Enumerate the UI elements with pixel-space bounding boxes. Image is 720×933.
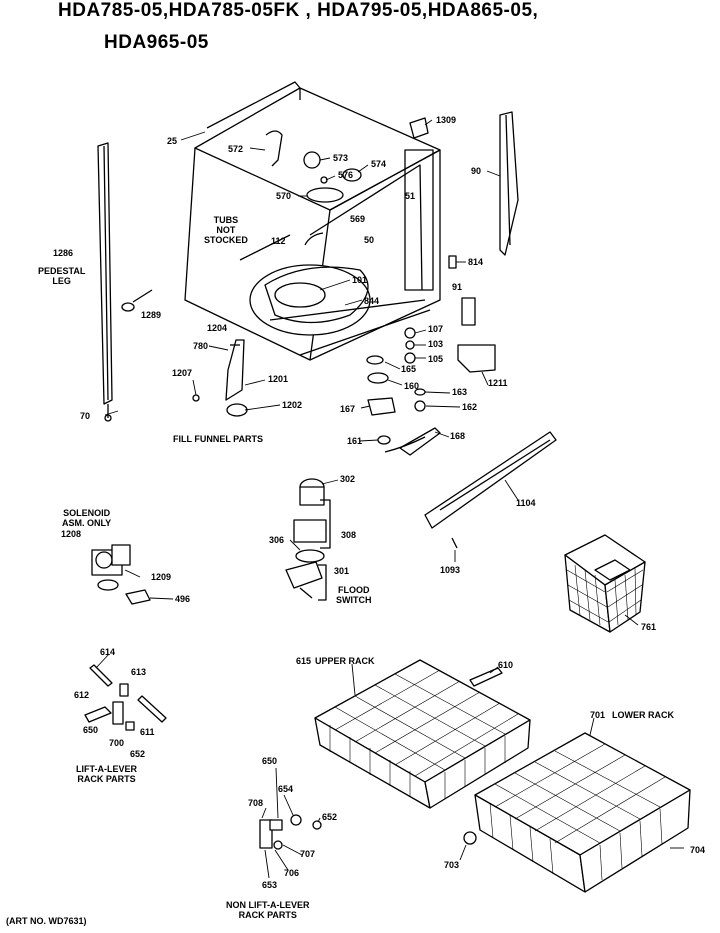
caption-line: LIFT-A-LEVER: [76, 764, 137, 774]
caption-solenoid: SOLENOID ASM. ONLY: [62, 508, 111, 528]
part-number-label: 572: [228, 144, 244, 154]
part-number-label: 761: [641, 622, 657, 632]
part-number-label: 653: [262, 880, 278, 890]
part-number-label: 700: [109, 738, 125, 748]
part-number-label: 1211: [488, 378, 508, 388]
part-number-label: 25: [167, 136, 178, 146]
caption-flood-switch: FLOOD SWITCH: [336, 585, 372, 605]
part-number-label: 652: [130, 749, 146, 759]
part-number-label: 570: [276, 191, 292, 201]
part-number-label: 576: [338, 170, 354, 180]
part-number-label: 1207: [172, 368, 193, 378]
caption-tubs-not-stocked: TUBS NOT STOCKED: [204, 215, 248, 245]
part-number-label: 704: [690, 845, 706, 855]
part-number-label: 91: [452, 282, 463, 292]
part-number-label: 306: [269, 535, 285, 545]
part-number-label: 301: [334, 566, 350, 576]
part-number-label: 615: [296, 656, 312, 666]
part-number-label: 1309: [436, 115, 457, 125]
part-number-label: 612: [74, 690, 90, 700]
upper-rack: [314, 659, 531, 809]
part-number-label: 161: [347, 436, 363, 446]
part-number-label: 814: [468, 257, 484, 267]
part-number-label: 496: [175, 594, 191, 604]
caption-line: SWITCH: [336, 595, 372, 605]
part-number-label: 708: [248, 798, 264, 808]
caption-line: RACK PARTS: [77, 774, 136, 784]
silverware-basket: [564, 534, 646, 633]
part-number-label: 1093: [440, 565, 461, 575]
part-number-label: 706: [284, 868, 300, 878]
part-number-label: 107: [428, 324, 444, 334]
caption-line: NOT: [216, 225, 236, 235]
lower-rack: [463, 732, 691, 893]
model-list-title-continued: HDA965-05: [104, 32, 209, 53]
part-number-label: 1204: [207, 323, 228, 333]
caption-line: PEDESTAL: [38, 266, 86, 276]
part-number-label: 707: [300, 849, 316, 859]
caption-pedestal-leg: PEDESTAL LEG: [38, 266, 85, 286]
part-number-label: 650: [83, 725, 99, 735]
caption-line: FLOOD: [338, 585, 370, 595]
art-number: (ART NO. WD7631): [6, 916, 87, 926]
part-number-label: 1202: [282, 400, 303, 410]
model-list-title: HDA785-05,HDA785-05FK , HDA795-05,HDA865…: [58, 0, 539, 21]
part-number-label: 569: [350, 214, 366, 224]
part-number-label: 1289: [141, 310, 162, 320]
part-number-label: 162: [462, 402, 478, 412]
part-number-label: 167: [340, 404, 356, 414]
part-number-label: 1286: [53, 248, 74, 258]
caption-line: TUBS: [213, 215, 239, 225]
part-number-label: 652: [322, 812, 338, 822]
part-number-label: 163: [452, 387, 468, 397]
part-number-label: 1208: [61, 529, 82, 539]
part-number-label: 70: [80, 411, 91, 421]
part-number-label: 844: [364, 296, 380, 306]
part-number-label: 1104: [516, 498, 536, 508]
caption-line: NON LIFT-A-LEVER: [226, 900, 310, 910]
part-number-label: 614: [100, 647, 116, 657]
part-number-label: 101: [352, 275, 368, 285]
caption-upper-rack: UPPER RACK: [315, 656, 375, 666]
caption-line: LEG: [52, 276, 71, 286]
part-number-label: 165: [401, 364, 417, 374]
part-number-label: 112: [271, 236, 286, 246]
part-number-label: 654: [278, 784, 294, 794]
part-number-label: 103: [428, 339, 444, 349]
caption-line: STOCKED: [204, 235, 248, 245]
caption-line: RACK PARTS: [238, 910, 297, 920]
part-number-label: 613: [131, 667, 147, 677]
caption-line: ASM. ONLY: [62, 518, 112, 528]
part-number-label: 160: [404, 381, 420, 391]
caption-fill-funnel-parts: FILL FUNNEL PARTS: [173, 434, 263, 444]
tub-assembly: [184, 81, 441, 361]
caption-line: SOLENOID: [63, 508, 111, 518]
part-number-label: 611: [140, 727, 155, 737]
part-number-label: 573: [333, 153, 349, 163]
part-number-label: 701: [590, 710, 606, 720]
part-number-label: 574: [371, 159, 387, 169]
part-number-label: 50: [364, 235, 375, 245]
part-number-label: 51: [405, 191, 416, 201]
part-number-label: 302: [340, 474, 356, 484]
caption-lift-a-lever: LIFT-A-LEVER RACK PARTS: [76, 764, 137, 784]
part-number-label: 90: [471, 166, 482, 176]
caption-lower-rack: LOWER RACK: [612, 710, 674, 720]
part-number-label: 610: [498, 660, 514, 670]
part-number-label: 168: [450, 431, 466, 441]
part-number-label: 308: [341, 530, 357, 540]
part-number-label: 650: [262, 756, 278, 766]
part-number-label: 105: [428, 354, 444, 364]
part-number-label: 703: [444, 860, 460, 870]
part-number-label: 1209: [151, 572, 172, 582]
part-number-label: 780: [193, 341, 209, 351]
caption-non-lift-a-lever: NON LIFT-A-LEVER RACK PARTS: [226, 900, 310, 920]
part-number-label: 1201: [268, 374, 289, 384]
